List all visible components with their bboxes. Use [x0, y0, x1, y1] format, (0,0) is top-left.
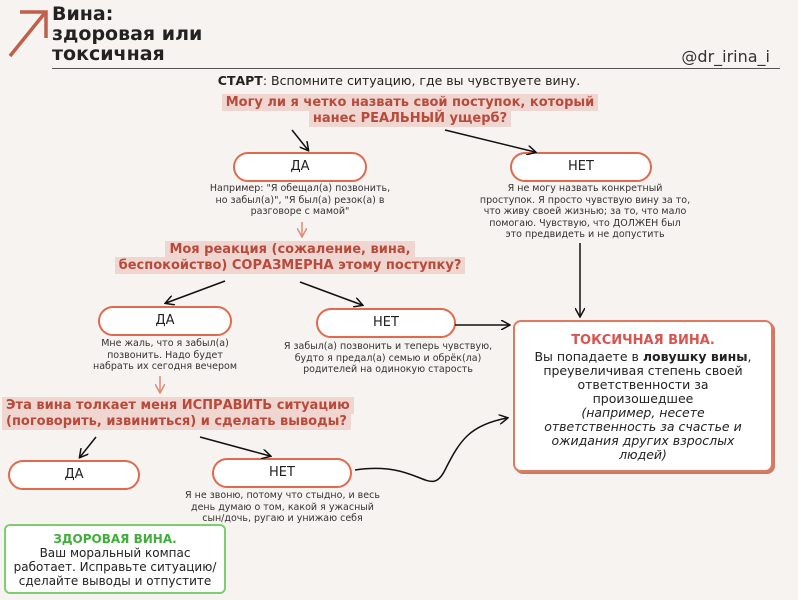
note-line: Например: "Я обещал(а) позвонить, [209, 183, 391, 194]
toxic-emphasis: ловушку вины [642, 349, 748, 364]
note-line: будто я предал(а) семью и обрёк(ла) [294, 352, 482, 364]
title-line: Вина: [52, 3, 114, 25]
question-1-line: нанес РЕАЛЬНЫЙ ущерб? [308, 110, 512, 127]
arrow-q3-no [199, 436, 270, 456]
start-text: : Вспомните ситуацию, где вы чувствуете … [262, 73, 581, 88]
start-instruction: СТАРТ: Вспомните ситуацию, где вы чувств… [0, 73, 798, 88]
arrow-q2-no [299, 281, 362, 305]
q3-no-pill: НЕТ [212, 458, 352, 488]
toxic-text: ответственности за [577, 377, 709, 392]
question-2-line: беспокойство) СОРАЗМЕРНА этому поступку? [114, 257, 466, 274]
arrow-q2-yes [166, 280, 226, 303]
toxic-text: ожидания других взрослых [551, 433, 735, 448]
toxic-text: Вы попадаете в [534, 349, 643, 364]
question-3: Эта вина толкает меня ИСПРАВИТЬ ситуацию… [2, 397, 356, 430]
question-3-line: (поговорить, извиниться) и сделать вывод… [2, 413, 351, 430]
toxic-text: людей) [619, 447, 667, 462]
q2-yes-pill: ДА [98, 306, 232, 336]
q1-yes-pill: ДА [233, 152, 367, 182]
arrow-q1-no [444, 129, 535, 152]
note-line: что живу своей жизнью; за то, что мало [483, 206, 687, 217]
arrow-q3-yes [80, 436, 97, 457]
start-label: СТАРТ [217, 73, 263, 88]
question-2-line: Моя реакция (сожаление, вина, [165, 241, 415, 258]
toxic-text: преувеличивая степень своей [543, 363, 743, 378]
q2-yes-example: Мне жаль, что я забыл(а) позвонить. Надо… [70, 338, 260, 373]
toxic-text: (например, несете [581, 405, 705, 420]
healthy-text: работает. Исправьте ситуацию/ [13, 560, 217, 574]
question-1: Могу ли я четко назвать свой поступок, к… [150, 94, 670, 127]
healthy-text: сделайте выводы и отпустите [18, 574, 212, 588]
note-line: Я не звоню, потому что стыдно, и весь [185, 490, 380, 501]
note-line: набрать их сегодня вечером [92, 361, 237, 372]
note-line: разговоре с мамой" [250, 206, 350, 217]
question-2: Моя реакция (сожаление, вина, беспокойст… [80, 241, 500, 274]
note-line: но забыл(а)", "Я был(а) резок(а) в [215, 194, 385, 206]
page-title: Вина: здоровая или токсичная [52, 4, 202, 64]
q1-no-example: Я не могу назвать конкретный проступок. … [465, 183, 705, 241]
title-line: здоровая или [52, 23, 203, 45]
note-line: день думаю о том, какой я ужасный [191, 501, 374, 513]
q3-yes-pill: ДА [8, 460, 140, 490]
healthy-guilt-box: ЗДОРОВАЯ ВИНА. Ваш моральный компас рабо… [4, 524, 226, 594]
author-handle: @dr_irina_i [681, 47, 770, 66]
header-divider [52, 68, 780, 69]
question-1-line: Могу ли я четко назвать свой поступок, к… [221, 94, 599, 111]
healthy-text: Ваш моральный компас [39, 546, 191, 560]
toxic-text: ответственность за счастье и [544, 419, 742, 434]
toxic-guilt-box: ТОКСИЧНАЯ ВИНА. Вы попадаете в ловушку в… [513, 320, 773, 472]
note-line: Я забыл(а) позвонить и теперь чувствую, [283, 341, 493, 352]
q1-yes-example: Например: "Я обещал(а) позвонить, но заб… [190, 183, 410, 218]
toxic-text: , [747, 349, 752, 364]
note-line: позвонить. Надо будет [107, 349, 223, 361]
note-line: родителей на одинокую старость [303, 364, 473, 375]
question-3-line: Эта вина толкает меня ИСПРАВИТЬ ситуацию [2, 397, 354, 414]
q3-no-example: Я не звоню, потому что стыдно, и весь де… [175, 490, 390, 525]
note-line: сын/дочь, ругаю и унижаю себя [202, 513, 363, 524]
title-line: токсичная [52, 43, 165, 65]
note-line: помогаю. Чувствую, что ДОЛЖЕН был [489, 217, 681, 229]
q1-no-pill: НЕТ [510, 152, 652, 182]
toxic-text: произошедшее [592, 391, 694, 406]
note-line: проступок. Я просто чувствую вину за то, [479, 194, 691, 206]
arrow-q3-no-to-toxic [354, 418, 507, 482]
arrow-logo-icon [8, 10, 48, 58]
note-line: Я не могу назвать конкретный [507, 183, 663, 194]
q2-no-pill: НЕТ [316, 308, 456, 338]
note-line: Мне жаль, что я забыл(а) [101, 338, 229, 349]
arrow-q1-yes [291, 129, 308, 150]
note-line: это предвидеть и не допустить [505, 229, 665, 240]
healthy-heading: ЗДОРОВАЯ ВИНА. [53, 532, 177, 546]
q2-no-example: Я забыл(а) позвонить и теперь чувствую, … [268, 341, 508, 376]
toxic-heading: ТОКСИЧНАЯ ВИНА. [571, 333, 715, 348]
